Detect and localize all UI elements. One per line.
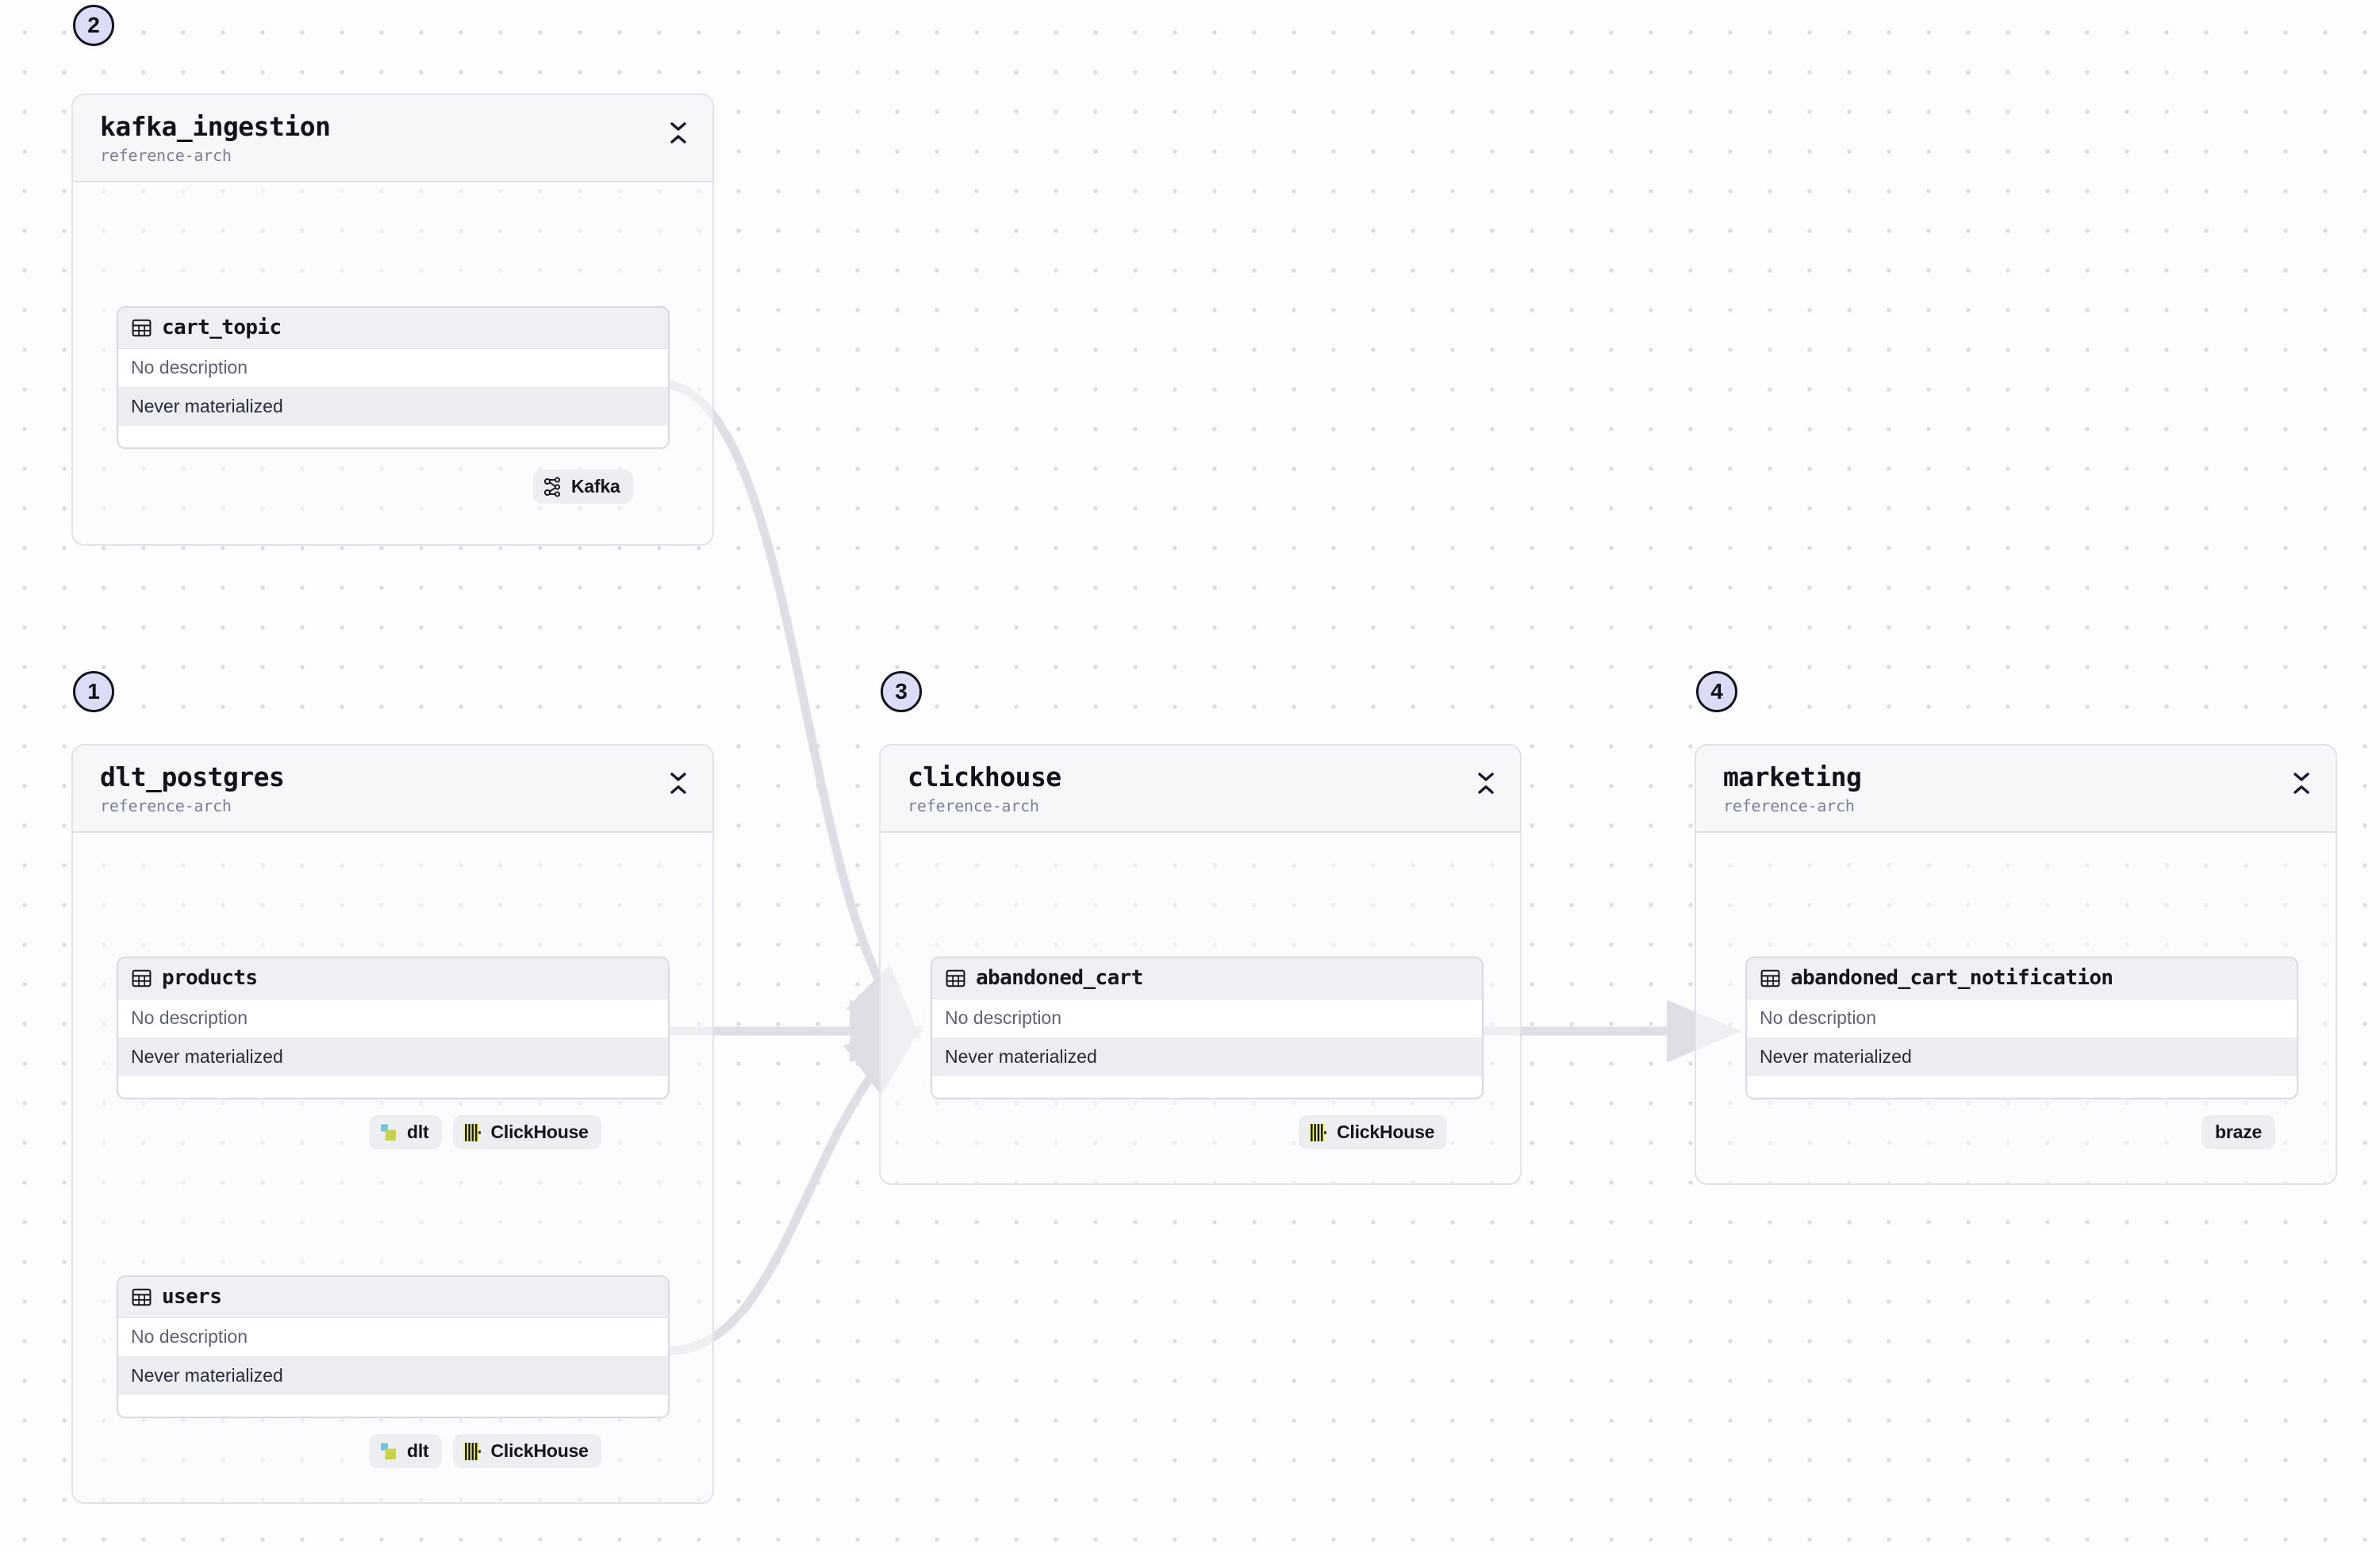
integration-pill-label: Kafka [571,476,620,497]
asset-materialization-status: Never materialized [118,1357,668,1395]
asset-name: cart_topic [162,316,282,339]
asset-name: abandoned_cart [976,966,1143,990]
integration-pill-braze[interactable]: braze [2202,1115,2276,1149]
asset-card-abandoned-cart-notification[interactable]: abandoned_cart_notification No descripti… [1745,957,2298,1099]
dlt-logo-icon [381,1124,396,1141]
integration-pill-dlt[interactable]: dlt [369,1434,442,1468]
integration-pill-clickhouse[interactable]: ClickHouse [452,1115,601,1149]
group-badge-dlt-postgres[interactable]: 1 [73,671,114,712]
asset-description: No description [118,349,668,388]
group-title: dlt_postgres [100,761,285,792]
kafka-logo-icon [543,476,561,497]
group-badge-marketing[interactable]: 4 [1696,671,1737,712]
table-icon [1760,969,1780,987]
asset-materialization-status: Never materialized [118,1038,668,1076]
asset-name: abandoned_cart_notification [1791,966,2113,990]
integration-pills-products: dlt ClickHouse [369,1115,601,1149]
integration-pill-dlt[interactable]: dlt [369,1115,442,1149]
table-icon [132,1288,152,1306]
asset-card-users[interactable]: users No description Never materialized [117,1275,670,1418]
collapse-chevrons-icon[interactable] [668,769,689,796]
asset-card-abandoned-cart[interactable]: abandoned_cart No description Never mate… [931,957,1484,1099]
asset-card-cart-topic[interactable]: cart_topic No description Never material… [117,306,670,449]
integration-pill-kafka[interactable]: Kafka [533,470,633,504]
group-subtitle: reference-arch [100,796,232,815]
group-header-marketing[interactable]: marketing reference-arch [1696,746,2336,833]
asset-header[interactable]: cart_topic [118,308,668,349]
group-header-dlt-postgres[interactable]: dlt_postgres reference-arch [73,746,712,833]
integration-pill-clickhouse[interactable]: ClickHouse [452,1434,601,1468]
asset-description: No description [932,999,1482,1038]
asset-materialization-status: Never materialized [1747,1038,2297,1076]
integration-pill-label: braze [2215,1122,2263,1142]
group-badge-kafka-ingestion[interactable]: 2 [73,5,114,46]
integration-pills-marketing: braze [2202,1115,2276,1149]
integration-pill-label: dlt [407,1440,429,1461]
collapse-chevrons-icon[interactable] [668,119,689,146]
table-icon [946,969,965,987]
asset-name: products [162,966,258,990]
asset-header[interactable]: abandoned_cart_notification [1747,958,2297,999]
group-title: kafka_ingestion [100,111,331,142]
group-subtitle: reference-arch [908,796,1039,815]
group-title: marketing [1723,761,1862,792]
table-icon [132,319,152,336]
asset-description: No description [1747,999,2297,1038]
collapse-chevrons-icon[interactable] [2291,769,2312,796]
clickhouse-logo-icon [463,1123,481,1141]
asset-header[interactable]: abandoned_cart [932,958,1482,999]
integration-pills-clickhouse: ClickHouse [1299,1115,1448,1149]
asset-description: No description [118,1318,668,1357]
integration-pills-users: dlt ClickHouse [369,1434,601,1468]
group-header-clickhouse[interactable]: clickhouse reference-arch [881,746,1520,833]
collapse-chevrons-icon[interactable] [1476,769,1496,796]
asset-header[interactable]: users [118,1277,668,1318]
group-subtitle: reference-arch [100,145,232,165]
asset-materialization-status: Never materialized [118,388,668,426]
integration-pill-clickhouse[interactable]: ClickHouse [1299,1115,1448,1149]
table-icon [132,969,152,987]
asset-card-products[interactable]: products No description Never materializ… [117,957,670,1099]
group-header-kafka-ingestion[interactable]: kafka_ingestion reference-arch [73,95,712,182]
group-title: clickhouse [908,761,1061,792]
clickhouse-logo-icon [1309,1123,1326,1141]
integration-pill-label: dlt [407,1122,429,1142]
asset-materialization-status: Never materialized [932,1038,1482,1076]
asset-description: No description [118,999,668,1038]
dlt-logo-icon [381,1443,396,1459]
clickhouse-logo-icon [463,1442,481,1460]
asset-name: users [162,1285,222,1309]
integration-pill-label: ClickHouse [1337,1122,1435,1142]
group-subtitle: reference-arch [1723,796,1855,815]
integration-pills-kafka: Kafka [533,470,633,504]
integration-pill-label: ClickHouse [490,1122,589,1142]
asset-header[interactable]: products [118,958,668,999]
integration-pill-label: ClickHouse [490,1440,589,1461]
group-badge-clickhouse[interactable]: 3 [881,671,922,712]
